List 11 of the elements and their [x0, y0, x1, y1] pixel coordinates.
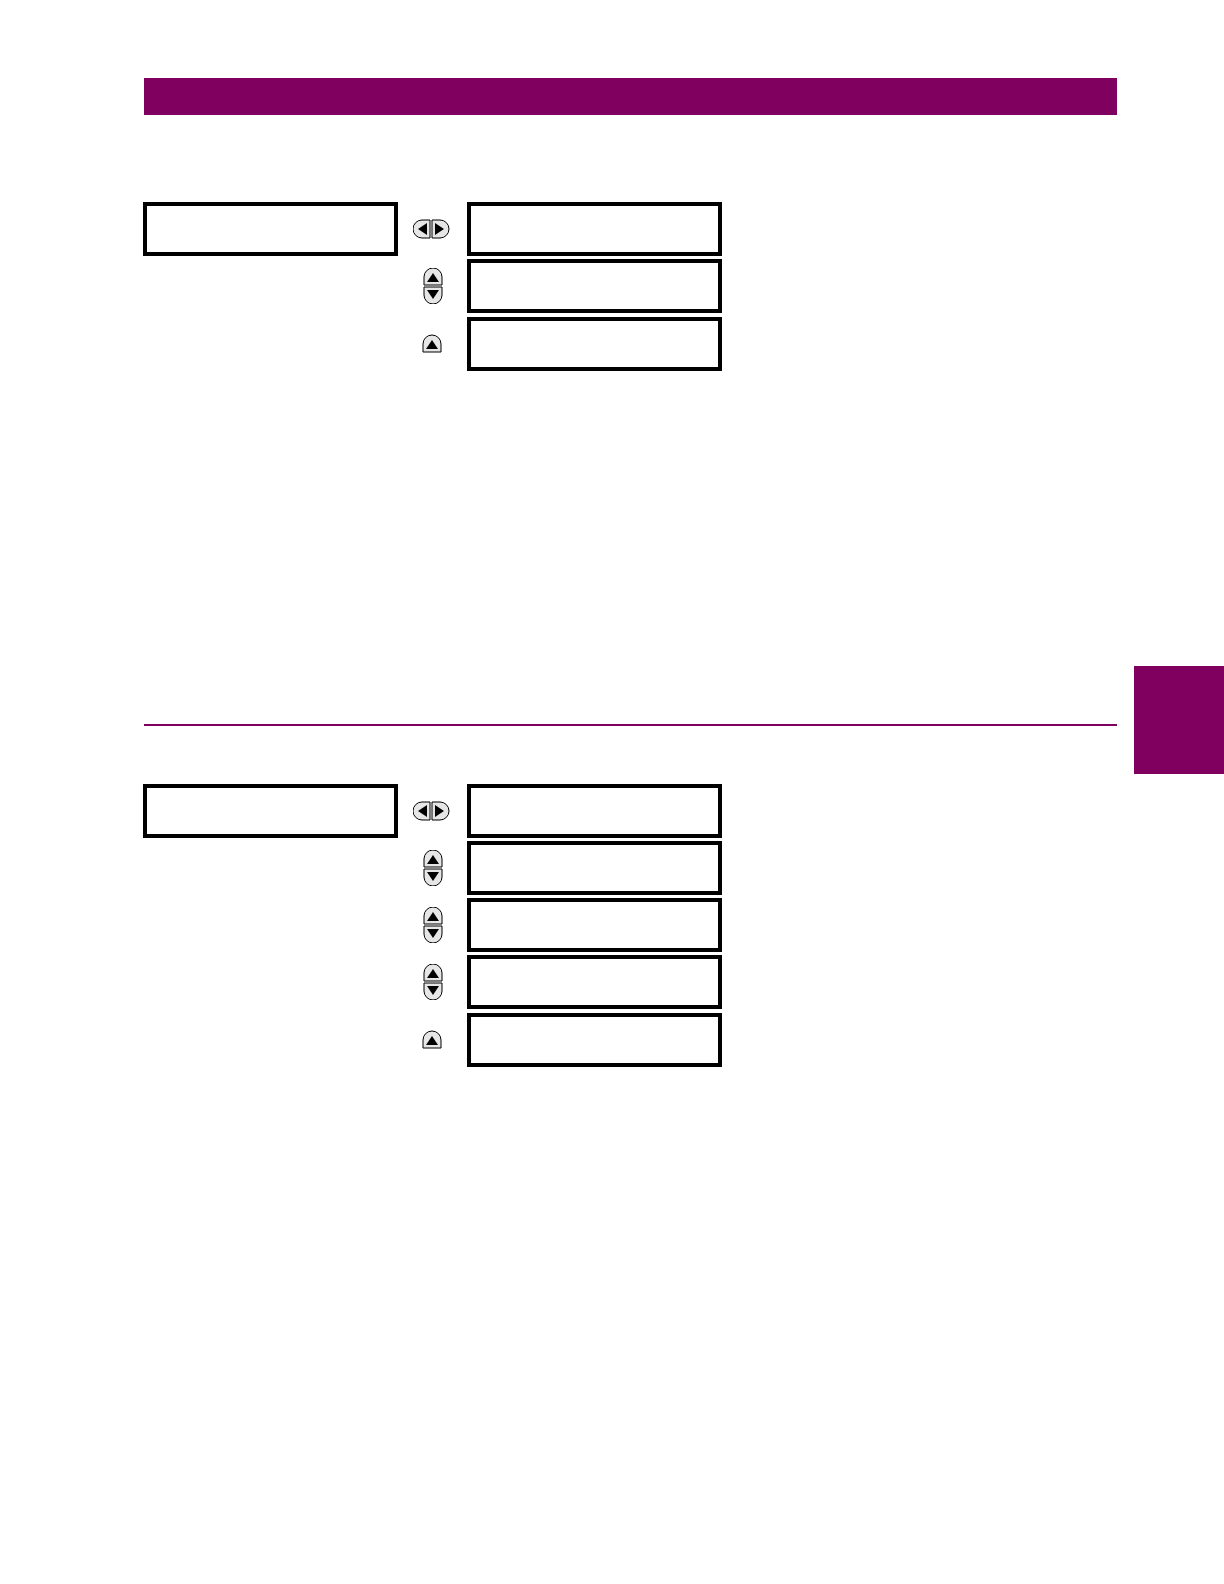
display-box [467, 1013, 722, 1067]
display-box [143, 202, 398, 256]
display-box [467, 202, 722, 256]
display-box [467, 259, 722, 313]
display-box [467, 317, 722, 371]
side-tab [1134, 666, 1224, 774]
display-box [467, 955, 722, 1009]
display-box [143, 784, 398, 838]
display-box [467, 898, 722, 952]
display-box [467, 784, 722, 838]
display-box [467, 841, 722, 895]
